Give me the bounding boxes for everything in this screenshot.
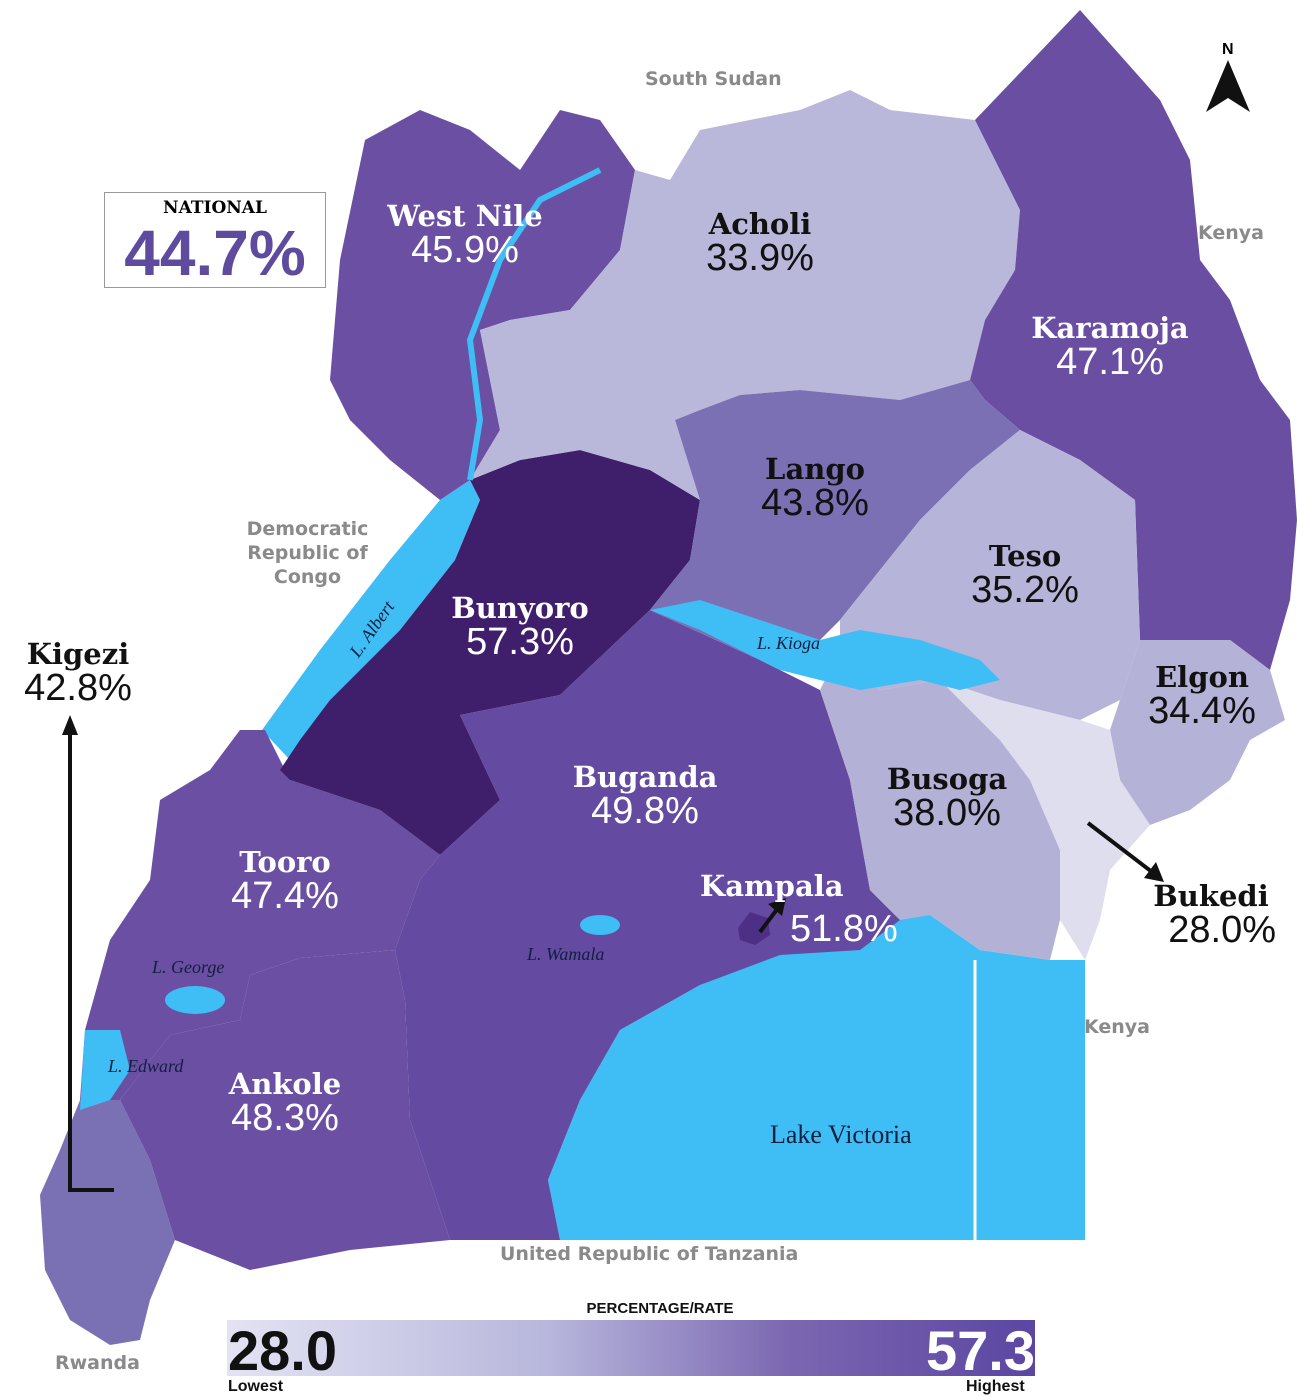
region-bukedi[interactable] xyxy=(940,680,1150,960)
label-busoga: Busoga 38.0% xyxy=(862,762,1032,834)
country-south-sudan: South Sudan xyxy=(645,68,782,90)
acholi-name: Acholi xyxy=(708,207,812,241)
nile-river xyxy=(466,167,602,481)
legend-high-value: 57.3 xyxy=(926,1319,1035,1382)
bunyoro-value: 57.3% xyxy=(466,621,574,663)
lango-name: Lango xyxy=(765,452,865,486)
kampala-arrow-icon xyxy=(768,898,786,916)
region-karamoja[interactable] xyxy=(970,10,1297,670)
buganda-name: Buganda xyxy=(572,760,718,794)
bukedi-value: 28.0% xyxy=(1168,909,1276,951)
lake-george-label: L. George xyxy=(152,957,225,977)
busoga-name: Busoga xyxy=(886,762,1008,796)
label-kampala-value: 51.8% xyxy=(790,908,898,950)
legend-low-value: 28.0 xyxy=(228,1319,337,1382)
country-rwanda: Rwanda xyxy=(55,1352,140,1374)
lake-kioga-water xyxy=(650,600,1000,690)
legend-high-label: Highest xyxy=(966,1378,1025,1395)
region-lango[interactable] xyxy=(650,380,1020,660)
ankole-value: 48.3% xyxy=(231,1097,339,1139)
national-value: 44.7% xyxy=(124,217,306,289)
lake-albert-water xyxy=(262,480,480,760)
lake-wamala-water xyxy=(580,915,620,935)
label-west-nile: West Nile 45.9% xyxy=(370,199,560,271)
legend-title: PERCENTAGE/RATE xyxy=(586,1300,734,1317)
country-kenya-south: Kenya xyxy=(1084,1016,1151,1038)
region-acholi[interactable] xyxy=(470,90,1020,500)
lango-value: 43.8% xyxy=(761,482,869,524)
kigezi-leader-line xyxy=(68,725,114,1192)
label-buganda: Buganda 49.8% xyxy=(550,760,740,832)
label-kigezi: Kigezi 42.8% xyxy=(8,637,148,709)
acholi-value: 33.9% xyxy=(706,237,814,279)
elgon-name: Elgon xyxy=(1155,660,1249,694)
label-acholi: Acholi 33.9% xyxy=(670,207,850,279)
label-bukedi: Bukedi 28.0% xyxy=(1136,879,1286,951)
country-drc: Democratic Republic of Congo xyxy=(246,518,369,588)
lake-edward-water xyxy=(80,1030,130,1110)
west-nile-name: West Nile xyxy=(387,199,543,233)
legend-low-label: Lowest xyxy=(228,1378,284,1395)
ankole-name: Ankole xyxy=(228,1067,342,1101)
region-kigezi[interactable] xyxy=(40,1100,175,1345)
teso-value: 35.2% xyxy=(971,569,1079,611)
national-summary: NATIONAL 44.7% xyxy=(104,192,326,289)
label-tooro: Tooro 47.4% xyxy=(200,845,370,917)
label-bunyoro: Bunyoro 57.3% xyxy=(420,591,620,663)
kigezi-arrow-icon xyxy=(62,715,78,735)
country-tanzania: United Republic of Tanzania xyxy=(500,1243,799,1265)
tooro-name: Tooro xyxy=(239,845,331,879)
teso-name: Teso xyxy=(988,539,1062,573)
lake-victoria-label: Lake Victoria xyxy=(770,1120,912,1149)
bukedi-name: Bukedi xyxy=(1153,879,1269,913)
region-buganda[interactable] xyxy=(395,610,900,1240)
region-elgon[interactable] xyxy=(1110,640,1285,825)
bukedi-arrow-icon xyxy=(1144,862,1164,882)
elgon-value: 34.4% xyxy=(1148,690,1256,732)
country-kenya-north: Kenya xyxy=(1198,222,1265,244)
legend-gradient-bar xyxy=(227,1320,1035,1376)
label-teso: Teso 35.2% xyxy=(950,539,1100,611)
north-label: N xyxy=(1222,41,1234,58)
region-bunyoro[interactable] xyxy=(280,450,700,855)
west-nile-value: 45.9% xyxy=(411,229,519,271)
busoga-value: 38.0% xyxy=(893,792,1001,834)
lake-george-water xyxy=(165,986,225,1014)
tooro-value: 47.4% xyxy=(231,875,339,917)
label-kampala-name: Kampala xyxy=(700,869,844,903)
region-ankole[interactable] xyxy=(120,950,450,1270)
karamoja-value: 47.1% xyxy=(1056,341,1164,383)
bunyoro-name: Bunyoro xyxy=(451,591,589,625)
kampala-leader-line xyxy=(758,906,780,934)
region-kampala[interactable] xyxy=(738,912,770,945)
lake-wamala-label: L. Wamala xyxy=(527,944,605,964)
region-busoga[interactable] xyxy=(820,650,1060,960)
lake-victoria-water xyxy=(548,915,1085,1240)
national-title: NATIONAL xyxy=(163,198,267,218)
buganda-value: 49.8% xyxy=(591,790,699,832)
label-karamoja: Karamoja 47.1% xyxy=(1010,311,1210,383)
lake-edward-label: L. Edward xyxy=(108,1056,184,1076)
label-elgon: Elgon 34.4% xyxy=(1132,660,1272,732)
label-ankole: Ankole 48.3% xyxy=(195,1067,375,1139)
kigezi-name: Kigezi xyxy=(26,637,130,671)
lake-kioga-label: L. Kioga xyxy=(757,633,821,653)
kigezi-value: 42.8% xyxy=(24,667,132,709)
north-arrow-icon xyxy=(1206,60,1250,112)
label-lango: Lango 43.8% xyxy=(735,452,895,524)
karamoja-name: Karamoja xyxy=(1031,311,1189,345)
bukedi-leader-line xyxy=(1086,821,1154,874)
